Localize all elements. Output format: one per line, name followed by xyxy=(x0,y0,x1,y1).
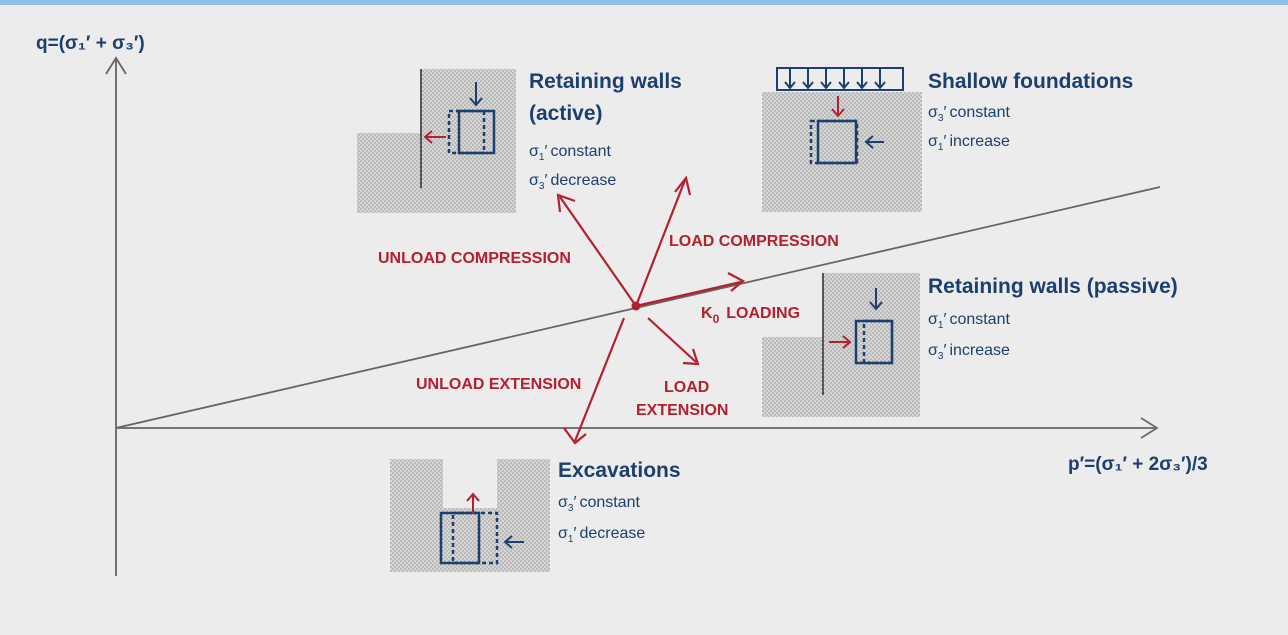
arrow-load-extension xyxy=(647,317,700,366)
shallow-foundations-note-2: σ1′increase xyxy=(928,133,1010,153)
retaining-active-title-line2: (active) xyxy=(529,102,603,125)
top-accent-bar xyxy=(0,0,1288,5)
stress-path-arrows xyxy=(556,175,745,445)
excavation-illustration xyxy=(390,459,550,572)
label-unload-extension: UNLOAD EXTENSION xyxy=(416,376,581,393)
shallow-foundations-title: Shallow foundations xyxy=(928,70,1133,93)
arrow-load-compression xyxy=(634,175,692,307)
retaining-passive-note-2: σ3′increase xyxy=(928,342,1010,362)
arrow-unload-compression xyxy=(556,193,637,307)
stress-origin-point xyxy=(631,301,641,311)
label-load-compression: LOAD COMPRESSION xyxy=(669,233,839,250)
arrow-unload-extension xyxy=(563,317,626,445)
retaining-passive-illustration xyxy=(762,273,920,417)
excavations-title: Excavations xyxy=(558,459,681,482)
retaining-active-illustration xyxy=(357,69,516,213)
q-axis xyxy=(105,56,127,576)
excavations-note-1: σ3′constant xyxy=(558,494,640,514)
retaining-active-title: Retaining walls xyxy=(529,70,682,93)
shallow-foundation-illustration xyxy=(762,67,922,212)
label-unload-compression: UNLOAD COMPRESSION xyxy=(378,250,571,267)
label-load-line1: LOAD xyxy=(664,379,709,396)
shallow-foundations-note-1: σ3′constant xyxy=(928,104,1010,124)
p-axis xyxy=(116,417,1159,439)
retaining-passive-note-1: σ1′constant xyxy=(928,311,1010,331)
retaining-passive-title: Retaining walls (passive) xyxy=(928,275,1178,298)
excavations-note-2: σ1′decrease xyxy=(558,525,645,545)
p-axis-label: p′=(σ₁′ + 2σ₃′)/3 xyxy=(1068,454,1208,475)
retaining-active-note-1: σ1′constant xyxy=(529,143,611,163)
retaining-active-note-2: σ3′decrease xyxy=(529,172,616,192)
q-axis-label: q=(σ₁′ + σ₃′) xyxy=(36,33,145,54)
label-extension-line2: EXTENSION xyxy=(636,402,728,419)
arrow-k0-loading xyxy=(635,272,745,308)
